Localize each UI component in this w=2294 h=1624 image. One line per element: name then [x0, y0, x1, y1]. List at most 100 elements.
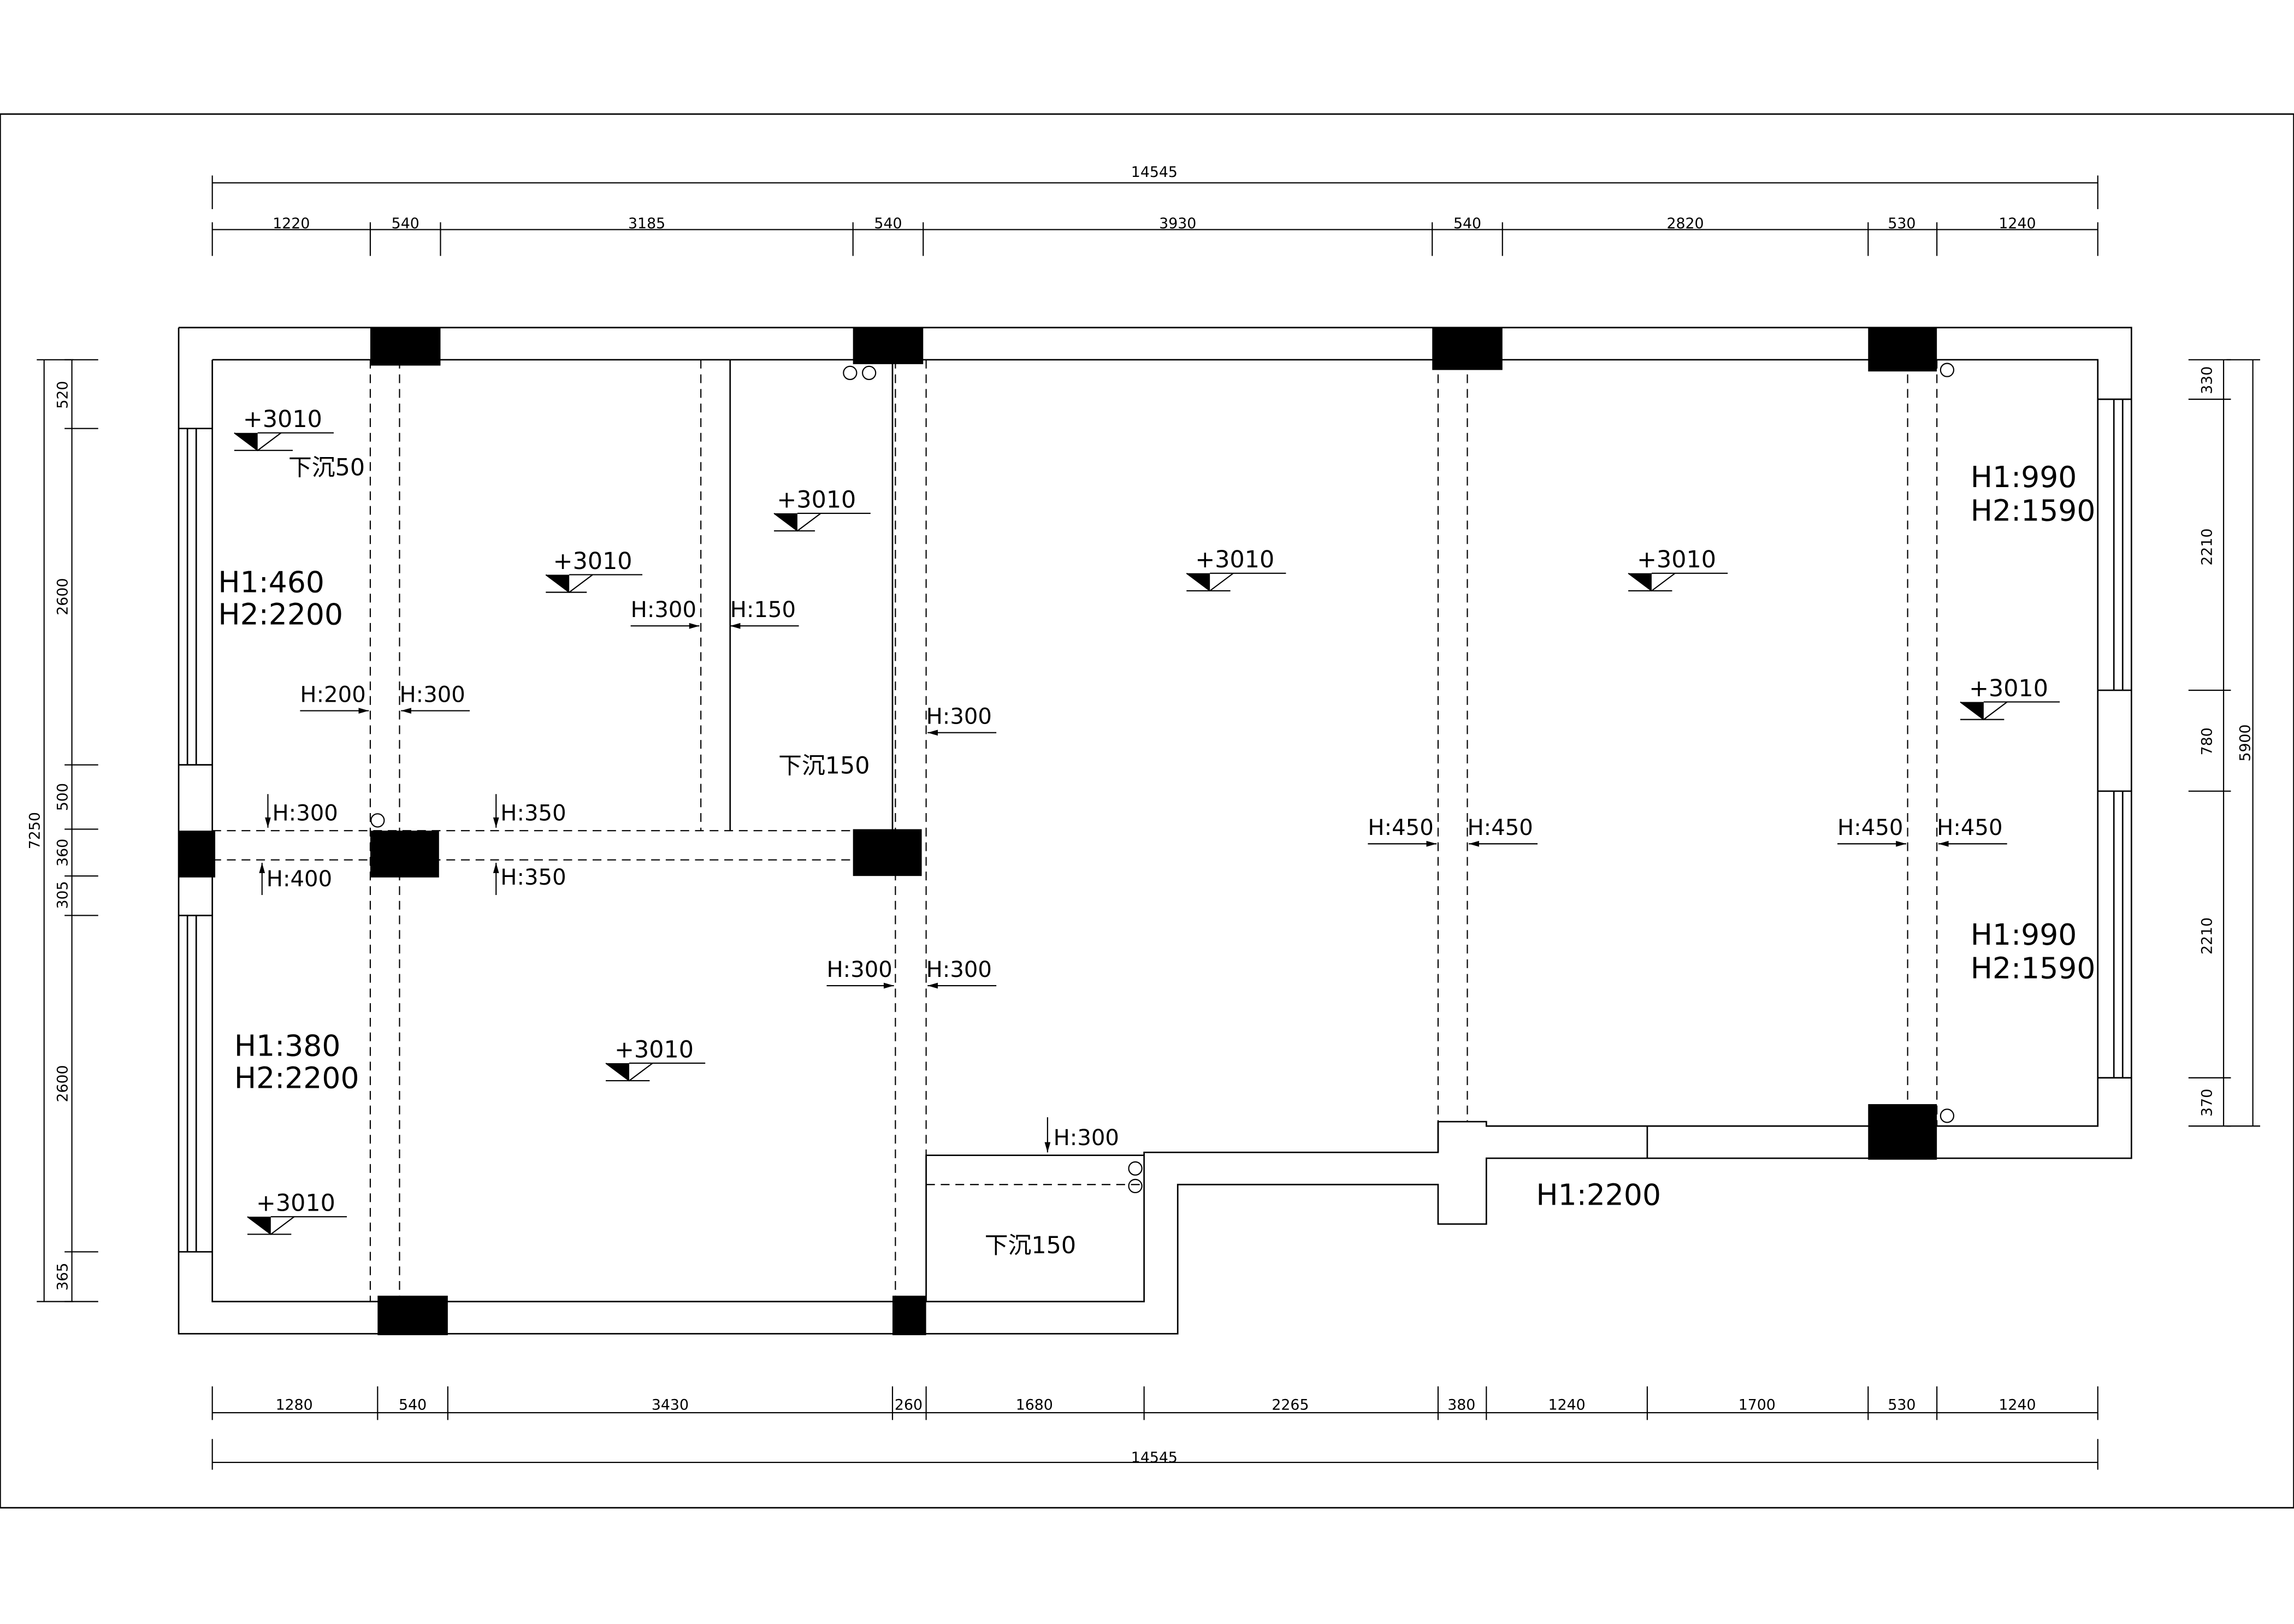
- sink-label: 下沉150: [985, 1232, 1076, 1259]
- window-height-label: H1:990: [1971, 460, 2077, 494]
- beam-label: H:300: [826, 957, 894, 989]
- beam-label: H:350: [493, 863, 566, 895]
- top-dim: 3930: [1159, 215, 1196, 232]
- column: [1868, 327, 1937, 372]
- column: [370, 327, 441, 366]
- elevation-marker: +3010: [234, 406, 334, 452]
- left-total-dim: 7250: [27, 812, 44, 849]
- column: [853, 327, 924, 364]
- window-height-label: H2:2200: [234, 1060, 359, 1095]
- beam-label: H:300: [1044, 1117, 1119, 1153]
- elevation-marker: +3010: [1186, 546, 1286, 592]
- beam-label: H:300: [631, 597, 700, 629]
- bottom-dim: 1240: [1548, 1397, 1586, 1414]
- bottom-dim: 540: [399, 1397, 427, 1414]
- column: [1868, 1104, 1937, 1160]
- svg-text:H:300: H:300: [273, 801, 338, 826]
- column: [892, 1295, 926, 1336]
- svg-text:H:300: H:300: [631, 597, 696, 623]
- beam-label: H:450: [1937, 815, 2007, 847]
- right-dim: 780: [2199, 727, 2216, 755]
- beam-label: H:450: [1837, 815, 1906, 847]
- top-dimension-chain: [211, 175, 2098, 256]
- window-height-label: H2:1590: [1971, 951, 2096, 986]
- top-dim: 540: [392, 215, 419, 232]
- left-dim: 365: [55, 1263, 72, 1290]
- svg-text:+3010: +3010: [1637, 546, 1716, 573]
- svg-text:H:450: H:450: [1937, 815, 2002, 840]
- bottom-dim: 3430: [652, 1397, 689, 1414]
- top-dim: 540: [1453, 215, 1481, 232]
- svg-text:H:350: H:350: [500, 865, 566, 890]
- right-total-dim: 5900: [2237, 724, 2254, 761]
- pipes: [370, 363, 1955, 1194]
- window-height-label: H2:1590: [1971, 493, 2096, 527]
- window-height-label: H2:2200: [218, 597, 343, 632]
- right-dim: 370: [2199, 1089, 2216, 1117]
- right-dim: 2210: [2199, 917, 2216, 955]
- beam-label: H:450: [1468, 815, 1538, 847]
- svg-text:H:400: H:400: [267, 867, 332, 892]
- column: [377, 1295, 448, 1336]
- bottom-dim: 1680: [1016, 1397, 1053, 1414]
- svg-text:+3010: +3010: [256, 1189, 335, 1217]
- svg-text:+3010: +3010: [243, 406, 322, 433]
- svg-text:H:300: H:300: [926, 957, 992, 982]
- bottom-dim: 260: [895, 1397, 923, 1414]
- bottom-dimension-chain: [211, 1386, 2098, 1470]
- top-dim: 2820: [1666, 215, 1704, 232]
- beam-label: H:300: [399, 682, 470, 714]
- svg-text:H:350: H:350: [500, 801, 566, 826]
- left-dim: 2600: [55, 578, 72, 615]
- top-total-dim: 14545: [1131, 164, 1178, 181]
- column: [370, 831, 439, 878]
- column: [179, 831, 216, 878]
- svg-text:+3010: +3010: [1969, 675, 2048, 702]
- right-dimension-chain: [2188, 359, 2261, 1127]
- elevation-marker: +3010: [1628, 546, 1728, 592]
- right-dim: 330: [2199, 366, 2216, 394]
- svg-text:H:300: H:300: [926, 704, 992, 730]
- beam-label: H:350: [493, 794, 566, 828]
- svg-text:+3010: +3010: [553, 548, 632, 575]
- top-dim: 540: [874, 215, 902, 232]
- columns: [179, 327, 1937, 1336]
- column: [1432, 327, 1503, 370]
- top-dim: 3185: [628, 215, 665, 232]
- left-dim: 305: [55, 881, 72, 909]
- left-dim: 520: [55, 381, 72, 409]
- window-height-labels: H1:460 H2:2200 H1:380 H2:2200 H1:990 H2:…: [218, 460, 2095, 1212]
- window-height-label: H1:2200: [1536, 1178, 1661, 1212]
- window-height-label: H1:460: [218, 565, 324, 600]
- beam-height-labels: H:300 H:150 H:200 H:300 H:300 H:300 H:35…: [259, 597, 2007, 1153]
- top-dim: 1240: [1999, 215, 2036, 232]
- bottom-dim: 1700: [1739, 1397, 1776, 1414]
- svg-text:+3010: +3010: [1195, 546, 1274, 573]
- sink-label: 下沉50: [288, 454, 365, 481]
- bottom-dim: 1280: [276, 1397, 313, 1414]
- top-dim: 530: [1888, 215, 1915, 232]
- beam-label: H:300: [926, 704, 997, 736]
- beam-label: H:150: [730, 597, 799, 629]
- drawing-frame: [0, 113, 2294, 1509]
- elevation-marker: +3010: [1960, 675, 2060, 720]
- beam-label: H:300: [926, 957, 997, 989]
- svg-text:H:300: H:300: [399, 682, 465, 707]
- left-dim: 360: [55, 839, 72, 867]
- window-height-label: H1:990: [1971, 917, 2077, 952]
- top-dim: 1220: [273, 215, 310, 232]
- svg-text:H:200: H:200: [300, 682, 365, 707]
- svg-text:H:450: H:450: [1468, 815, 1533, 840]
- elevation-markers: +3010 +3010 +3010 +3010 +3010 +3010 +301…: [234, 406, 2060, 1235]
- elevation-marker: +3010: [247, 1189, 347, 1235]
- left-dim: 500: [55, 783, 72, 811]
- elevation-marker: +3010: [545, 548, 643, 593]
- elevation-marker: +3010: [773, 486, 871, 532]
- left-dimension-chain: [37, 359, 98, 1302]
- beams: [212, 359, 1938, 1302]
- bottom-total-dim: 14545: [1131, 1449, 1178, 1466]
- beam-label: H:450: [1368, 815, 1437, 847]
- window-height-label: H1:380: [234, 1029, 341, 1063]
